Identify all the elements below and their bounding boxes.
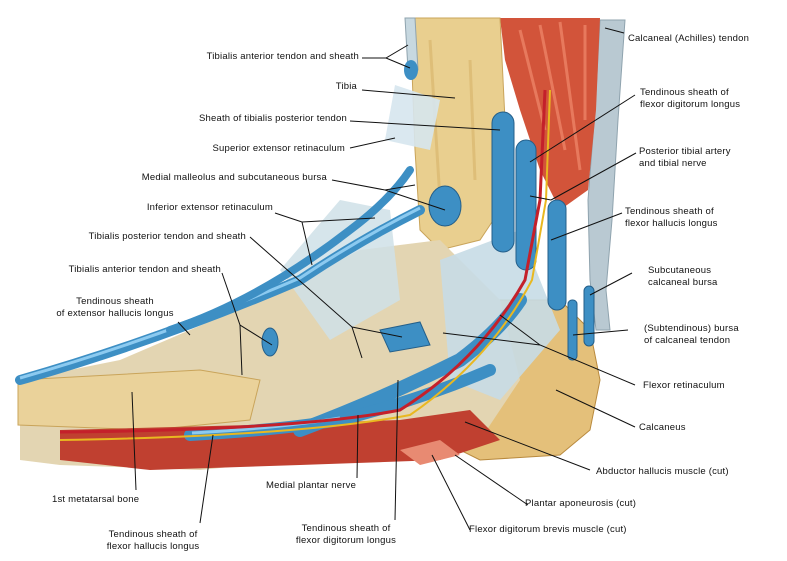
label-tibialis-anterior-top: Tibialis anterior tendon and sheath (206, 51, 359, 62)
label-fdl-sheath-upper: Tendinous sheath of flexor digitorum lon… (640, 87, 740, 111)
label-fhl-sheath-lower: Tendinous sheath of flexor hallucis long… (98, 529, 208, 553)
achilles-tendon (587, 19, 626, 331)
ta-sheath-dorsum (15, 205, 425, 385)
label-fdl-upper-line2: flexor digitorum longus (640, 99, 741, 110)
label-fdb: Flexor digitorum brevis muscle (cut) (469, 524, 627, 535)
subtendinous-bursa-shape (567, 299, 578, 361)
label-subcutaneous-bursa: Subcutaneous calcaneal bursa (648, 265, 718, 289)
subcutaneous-bursa-shape (583, 285, 595, 347)
label-superior-extensor-retinaculum: Superior extensor retinaculum (212, 143, 345, 154)
label-fhl-lower-line2: flexor hallucis longus (106, 541, 200, 552)
label-abductor-hallucis: Abductor hallucis muscle (cut) (596, 466, 729, 477)
label-fdl-upper-line1: Tendinous sheath of (640, 87, 729, 98)
label-medial-malleolus: Medial malleolus and subcutaneous bursa (141, 172, 327, 183)
tp-sheath-upper (491, 111, 515, 253)
label-fhl-upper-line2: flexor hallucis longus (625, 218, 718, 229)
label-stb-line1: (Subtendinous) bursa (644, 323, 739, 334)
label-plantar-aponeurosis: Plantar aponeurosis (cut) (525, 498, 637, 509)
label-posterior-tibial-artery: Posterior tibial artery and tibial nerve (639, 146, 731, 170)
label-flexor-retinaculum: Flexor retinaculum (643, 380, 725, 391)
label-pta-line1: Posterior tibial artery (639, 146, 731, 157)
label-calcaneus: Calcaneus (639, 422, 686, 433)
label-tibialis-anterior-lower: Tibialis anterior tendon and sheath (68, 264, 221, 275)
label-ehl-sheath: Tendinous sheath of extensor hallucis lo… (50, 296, 180, 320)
leader-lines (131, 27, 637, 531)
superior-extensor-retinaculum (385, 85, 440, 150)
first-metatarsal-bone (17, 369, 261, 431)
label-scb-line2: calcaneal bursa (648, 277, 718, 288)
label-ehl-sheath-line1: Tendinous sheath (76, 296, 154, 307)
label-tibia: Tibia (335, 81, 357, 92)
label-inferior-extensor-retinaculum: Inferior extensor retinaculum (146, 202, 273, 213)
label-sheath-tibialis-posterior: Sheath of tibialis posterior tendon (198, 113, 347, 124)
fhl-sheath-upper (547, 199, 567, 311)
label-fdl-sheath-lower: Tendinous sheath of flexor digitorum lon… (290, 523, 402, 547)
label-first-metatarsal: 1st metatarsal bone (52, 494, 140, 505)
label-fdl-lower-line1: Tendinous sheath of (301, 523, 391, 534)
label-fdl-lower-line2: flexor digitorum longus (295, 535, 397, 546)
ehl-sheath-shape (166, 166, 414, 334)
tp-sheath-lower (379, 321, 431, 353)
label-medial-plantar-nerve: Medial plantar nerve (266, 480, 357, 491)
label-tibialis-posterior-tendon: Tibialis posterior tendon and sheath (88, 231, 246, 242)
malleolus-bursa (428, 185, 462, 227)
label-scb-line1: Subcutaneous (648, 265, 712, 276)
label-fhl-lower-line1: Tendinous sheath of (108, 529, 198, 540)
label-ehl-sheath-line2: of extensor hallucis longus (56, 308, 174, 319)
tibial-nerve (59, 89, 551, 441)
posterior-tibial-artery (59, 89, 547, 434)
label-pta-line2: and tibial nerve (639, 158, 707, 169)
abductor-muscle (60, 410, 500, 470)
label-fhl-upper-line1: Tendinous sheath of (625, 206, 714, 217)
label-fhl-sheath-upper: Tendinous sheath of flexor hallucis long… (625, 206, 718, 230)
label-stb-line2: of calcaneal tendon (644, 335, 731, 346)
label-subtendinous-bursa: (Subtendinous) bursa of calcaneal tendon (644, 323, 739, 347)
label-achilles: Calcaneal (Achilles) tendon (628, 33, 750, 44)
